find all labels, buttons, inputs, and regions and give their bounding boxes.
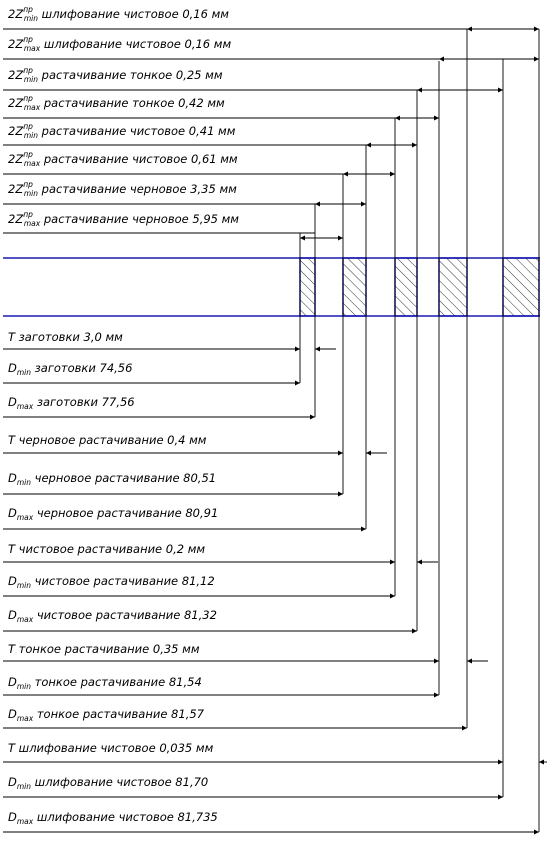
bottom-leader-lines bbox=[3, 346, 547, 835]
label-t-fine: T тонкое растачивание 0,35 мм bbox=[8, 642, 200, 656]
label-t-finish: T чистовое растачивание 0,2 мм bbox=[8, 542, 205, 556]
label-dmin-fine: Dmin тонкое растачивание 81,54 bbox=[8, 675, 202, 691]
allowance-dimensions bbox=[300, 26, 539, 241]
extension-lines bbox=[299, 29, 540, 832]
top-leader-lines bbox=[3, 28, 503, 234]
label-dmin-finish: Dmin чистовое растачивание 81,12 bbox=[8, 574, 215, 590]
hatch-zone-rough bbox=[342, 257, 367, 317]
label-dmin-rough: Dmin черновое растачивание 80,51 bbox=[8, 471, 216, 487]
tolerance-band bbox=[3, 257, 540, 317]
label-dmax-fine: Dmax тонкое растачивание 81,57 bbox=[8, 707, 205, 723]
label-dmax-finish: Dmax чистовое растачивание 81,32 bbox=[8, 608, 217, 624]
bottom-labels: T заготовки 3,0 мм Dmin заготовки 74,56 … bbox=[8, 330, 218, 826]
label-t-blank: T заготовки 3,0 мм bbox=[8, 330, 123, 344]
label-dmax-rough: Dmax черновое растачивание 80,91 bbox=[8, 506, 218, 522]
label-dmin-blank: Dmin заготовки 74,56 bbox=[8, 361, 132, 377]
label-t-grinding: T шлифование чистовое 0,035 мм bbox=[8, 741, 214, 755]
hatch-zone-finish bbox=[394, 257, 418, 317]
hatch-zone-blank bbox=[299, 257, 316, 317]
label-dmin-grinding: Dmin шлифование чистовое 81,70 bbox=[8, 775, 208, 791]
hatch-zone-grinding bbox=[502, 257, 540, 317]
label-dmax-blank: Dmax заготовки 77,56 bbox=[8, 395, 135, 411]
hatch-zone-fine bbox=[438, 257, 468, 317]
label-dmax-grinding: Dmax шлифование чистовое 81,735 bbox=[8, 810, 218, 826]
label-t-rough: T черновое растачивание 0,4 мм bbox=[8, 433, 207, 447]
